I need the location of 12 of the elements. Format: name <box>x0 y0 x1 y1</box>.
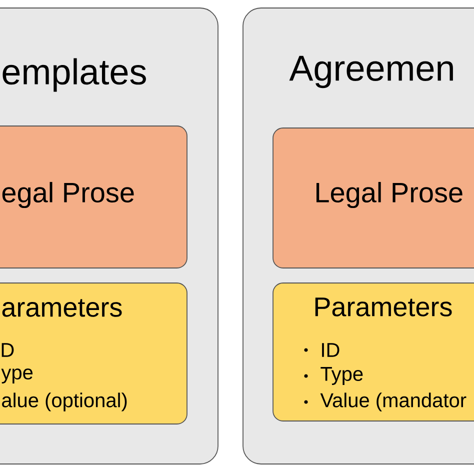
list-item: D <box>2 343 14 357</box>
box-label: Legal Prose <box>316 182 462 208</box>
list-item: Type <box>320 367 363 385</box>
list-item: ype <box>1 368 33 384</box>
list-item: Value (mandator <box>320 392 466 412</box>
list-item: ID <box>322 343 340 357</box>
box-heading: Parameters <box>315 298 452 316</box>
card-title: Agreemen <box>289 56 453 88</box>
card-title: emplates <box>2 58 146 92</box>
box-label: egal Prose <box>2 182 134 208</box>
box-heading: arameters <box>2 299 122 317</box>
list-item: alue (optional) <box>2 392 127 412</box>
